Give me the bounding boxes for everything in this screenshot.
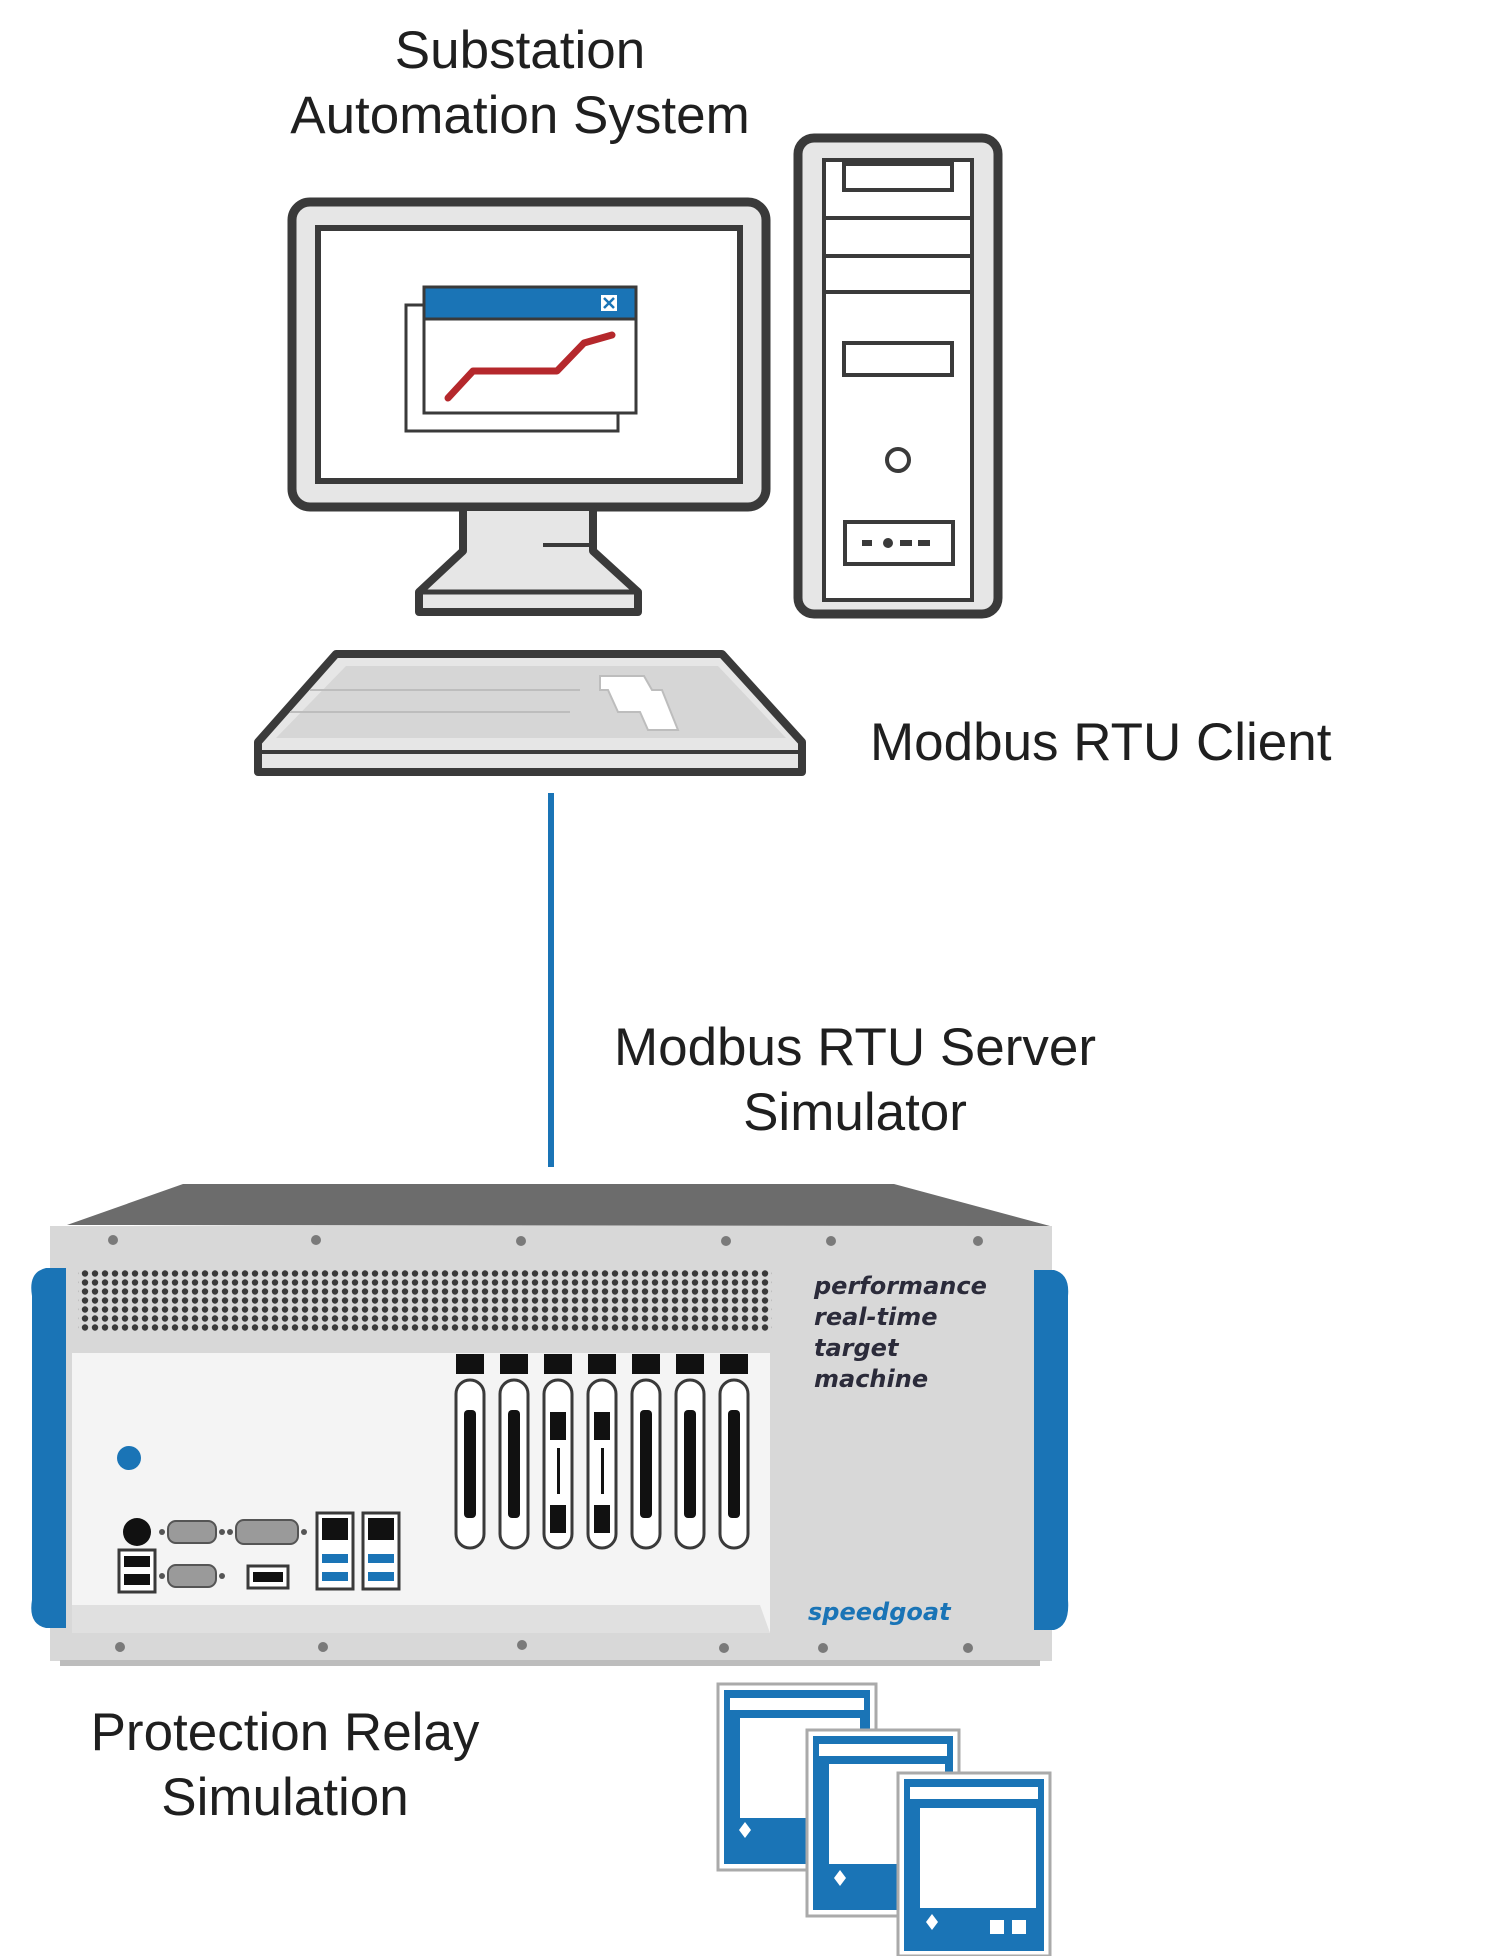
client-title-line1: Substation [394,21,646,80]
server-role-label: Modbus RTU Server Simulator [580,1015,1130,1145]
client-role-label: Modbus RTU Client [870,713,1332,772]
tagline-line4: machine [814,1365,929,1393]
relay-device-3 [896,1771,1052,1956]
io-module-slots [454,1354,750,1550]
relay-line2: Simulation [161,1768,409,1827]
client-title-line2: Automation System [290,86,750,145]
server-role-line2: Simulator [743,1083,967,1142]
screw-row-bottom [115,1640,973,1653]
ethernet-ports [315,1511,401,1591]
keyboard-icon [254,650,806,776]
machine-tagline: performance real-time target machine [814,1271,987,1395]
speedgoat-logo: speedgoat [808,1598,951,1626]
power-button [123,1518,151,1546]
relay-line1: Protection Relay [90,1703,480,1762]
tagline-line3: target [814,1334,899,1362]
pc-tower-icon [793,133,1003,619]
tagline-line2: real-time [814,1303,938,1331]
protection-relay-icons [716,1682,1052,1956]
client-title: Substation Automation System [220,18,820,148]
power-led [117,1446,141,1470]
target-machine-icon [31,1184,1069,1666]
screw-row-top [108,1235,983,1246]
relay-simulation-label: Protection Relay Simulation [60,1700,510,1830]
vent-grille [78,1270,772,1332]
server-role-line1: Modbus RTU Server [613,1018,1097,1077]
monitor-icon [287,197,771,616]
tagline-line1: performance [814,1272,987,1300]
serial-ports [167,1519,299,1588]
